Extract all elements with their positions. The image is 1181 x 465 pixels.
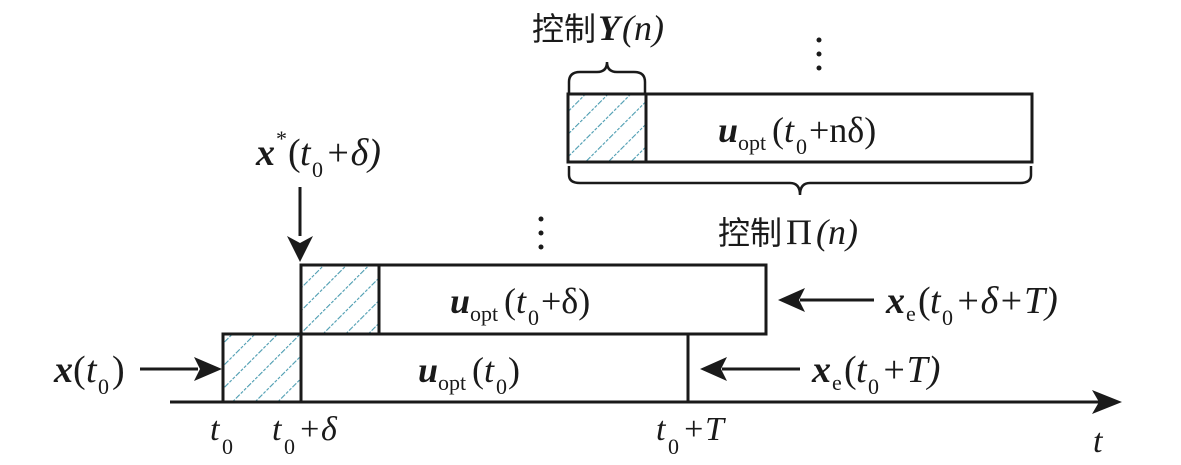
svg-text:t: t — [86, 349, 98, 391]
svg-text:(: ( — [918, 280, 931, 322]
svg-text:opt: opt — [470, 301, 498, 326]
svg-text:t: t — [300, 132, 312, 174]
xe-t0-T-label: x e ( t 0 +T) — [811, 349, 940, 399]
svg-text:控制: 控制 — [718, 214, 782, 252]
control-bar-t0-plus-delta: u opt ( t 0 +δ) — [299, 263, 768, 336]
control-upsilon-label: 控制 Υ (n) — [532, 8, 664, 48]
x-t0-label: x ( t 0 ) — [53, 349, 125, 399]
svg-text:0: 0 — [98, 374, 109, 399]
upsilon-brace-icon — [567, 61, 647, 94]
svg-text:): ) — [112, 349, 125, 391]
svg-text:opt: opt — [438, 370, 466, 395]
applied-control-segment-n — [566, 92, 648, 164]
svg-text:(n): (n) — [622, 8, 664, 48]
svg-text:+T: +T — [682, 411, 726, 448]
svg-text:+δ): +δ) — [325, 132, 381, 174]
svg-text:Π: Π — [786, 212, 812, 252]
svg-text:t: t — [930, 280, 942, 322]
svg-text:0: 0 — [942, 305, 953, 330]
control-bar-t0: u opt ( t 0 ) — [221, 332, 690, 404]
svg-text:(: ( — [844, 349, 857, 391]
svg-text:(: ( — [772, 110, 784, 150]
svg-text:+δ): +δ) — [541, 281, 590, 321]
svg-text:x: x — [885, 280, 905, 322]
left-arrow-icon — [778, 288, 805, 312]
control-pi-label: 控制 Π (n) — [718, 212, 858, 252]
svg-text:x: x — [811, 349, 831, 391]
svg-text:+δ+T): +δ+T) — [955, 280, 1058, 322]
tick-t0: t 0 — [210, 411, 233, 459]
svg-text:e: e — [906, 301, 916, 326]
svg-text:(: ( — [288, 132, 301, 174]
down-arrow-icon — [287, 236, 313, 262]
svg-text:): ) — [508, 350, 520, 390]
svg-text:0: 0 — [284, 434, 295, 459]
svg-text:0: 0 — [868, 374, 879, 399]
ellipsis-middle — [538, 216, 544, 250]
svg-text:0: 0 — [796, 134, 807, 159]
ellipsis-upper — [816, 37, 822, 71]
svg-text:t: t — [210, 411, 221, 448]
svg-text:t: t — [272, 411, 283, 448]
control-bar-t0-plus-n-delta: u opt ( t 0 +nδ) — [566, 92, 1034, 164]
svg-text:0: 0 — [312, 157, 323, 182]
svg-text:+nδ): +nδ) — [809, 110, 876, 150]
tick-t0-plus-T: t 0 +T — [656, 411, 726, 459]
svg-text:(: ( — [73, 349, 86, 391]
pi-brace-icon — [567, 166, 1033, 196]
right-arrow-icon — [194, 357, 222, 381]
svg-text:opt: opt — [738, 130, 766, 155]
svg-text:0: 0 — [496, 374, 507, 399]
svg-text:x: x — [53, 349, 73, 391]
left-arrow-icon — [700, 357, 727, 381]
time-axis-label: t — [1093, 423, 1104, 460]
svg-text:0: 0 — [528, 305, 539, 330]
svg-text:*: * — [276, 126, 287, 151]
svg-text:e: e — [832, 370, 842, 395]
svg-text:x: x — [255, 132, 275, 174]
svg-text:t: t — [484, 350, 495, 390]
svg-text:0: 0 — [222, 434, 233, 459]
svg-text:u: u — [418, 350, 438, 390]
tick-t0-plus-delta: t 0 +δ — [272, 411, 338, 459]
svg-text:0: 0 — [668, 434, 679, 459]
svg-text:(n): (n) — [816, 212, 858, 252]
time-axis-arrow-icon — [1092, 390, 1122, 414]
svg-text:t: t — [656, 411, 667, 448]
svg-text:u: u — [450, 281, 470, 321]
svg-text:t: t — [856, 349, 868, 391]
applied-control-segment-t0 — [221, 332, 303, 404]
svg-text:t: t — [516, 281, 527, 321]
svg-text:控制: 控制 — [532, 10, 596, 48]
x-star-label: x * ( t 0 +δ) — [255, 126, 381, 182]
svg-text:t: t — [784, 110, 795, 150]
svg-text:Υ: Υ — [598, 8, 623, 48]
svg-text:(: ( — [504, 281, 516, 321]
xe-t0-delta-T-label: x e ( t 0 +δ+T) — [885, 280, 1058, 330]
svg-text:(: ( — [472, 350, 484, 390]
svg-text:+T): +T) — [881, 349, 940, 391]
applied-control-segment-t0-plus-delta — [299, 263, 381, 336]
svg-text:+δ: +δ — [298, 411, 338, 448]
svg-text:u: u — [718, 110, 738, 150]
